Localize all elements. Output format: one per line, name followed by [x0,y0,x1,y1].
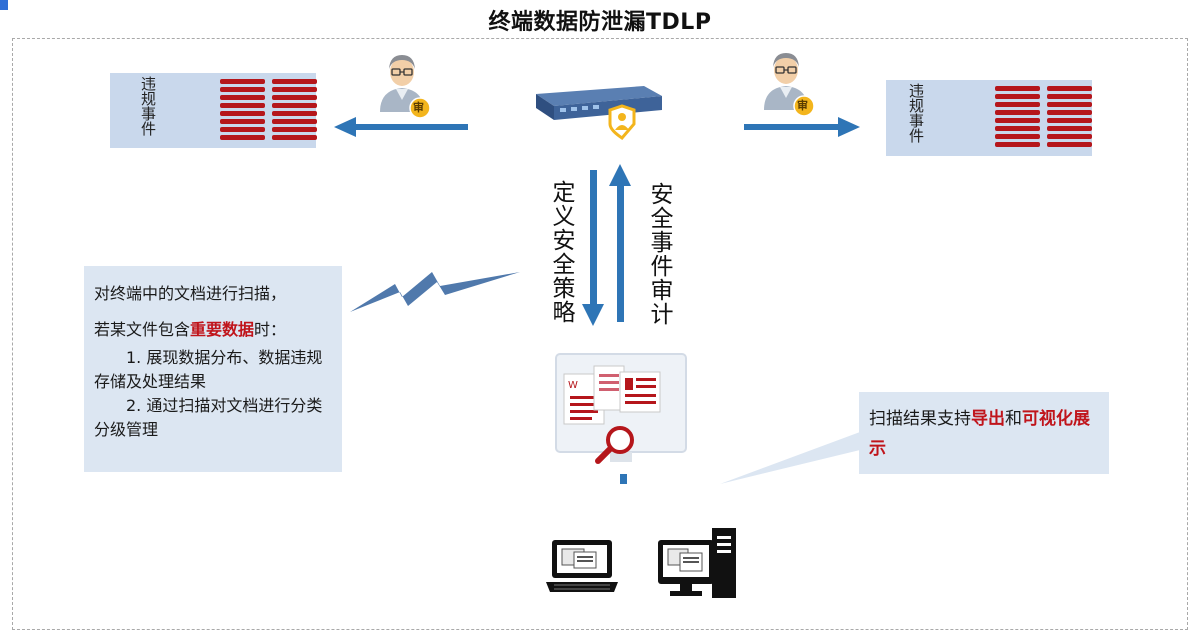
scan-item-1: 1. 展现数据分布、数据违规存储及处理结果 [94,348,323,391]
scan-line-2: 若某文件包含重要数据时： [94,318,334,342]
export-highlight-visual: 可视化展示 [869,409,1090,459]
diagram-frame [12,38,1188,630]
flow-label-audit-events: 安全事件审计 [646,182,672,326]
export-highlight-export: 导出 [971,409,1005,429]
terminals-area [522,484,762,624]
scan-line-1: 对终端中的文档进行扫描， [94,284,287,303]
arrow-right-to-panel [744,117,860,137]
gateway-appliance [526,80,666,144]
user-auditor-icon [380,55,431,119]
desktop-pc-icon [658,528,736,598]
right-violation-bars [995,86,1092,147]
export-middle: 和 [1005,409,1022,429]
callout-pointer-right [720,432,860,484]
document-scan-monitor-icon: W [555,353,687,464]
export-description-box: 扫描结果支持导出和可视化展示 [859,392,1109,474]
left-violation-bars [220,79,317,140]
left-auditor: 审 [376,50,436,122]
scan-description-box: 对终端中的文档进行扫描， 若某文件包含重要数据时： 1. 展现数据分布、数据违规… [84,266,342,472]
left-audit-badge-text: 审 [413,101,424,114]
arrow-left-to-panel [334,117,468,137]
page-title: 终端数据防泄漏TDLP [488,10,712,35]
callout-lightning [350,272,520,312]
right-violation-label: 违规事件 [907,83,925,143]
scan-line-2-highlight: 重要数据 [190,320,255,339]
left-violation-label: 违规事件 [139,76,157,136]
arrow-up-audit [609,164,631,322]
corner-accent [0,0,8,10]
right-auditor: 审 [760,48,820,120]
user-auditor-icon [764,53,815,117]
scan-item-2: 2. 通过扫描对文档进行分类分级管理 [94,396,323,439]
right-violation-panel: 违规事件 [886,80,1092,156]
svg-text:W: W [568,380,578,391]
gateway-appliance-icon [536,86,662,140]
laptop-icon [546,540,618,592]
export-prefix: 扫描结果支持 [869,409,971,429]
left-violation-panel: 违规事件 [110,73,317,148]
arrow-down-policy [582,170,604,326]
scan-line-2-prefix: 若某文件包含 [94,320,191,339]
right-audit-badge-text: 审 [797,99,808,112]
document-scan-monitor: W [554,352,690,472]
scan-line-2-suffix: 时： [254,320,287,339]
flow-label-define-policy: 定义安全策略 [548,180,574,324]
